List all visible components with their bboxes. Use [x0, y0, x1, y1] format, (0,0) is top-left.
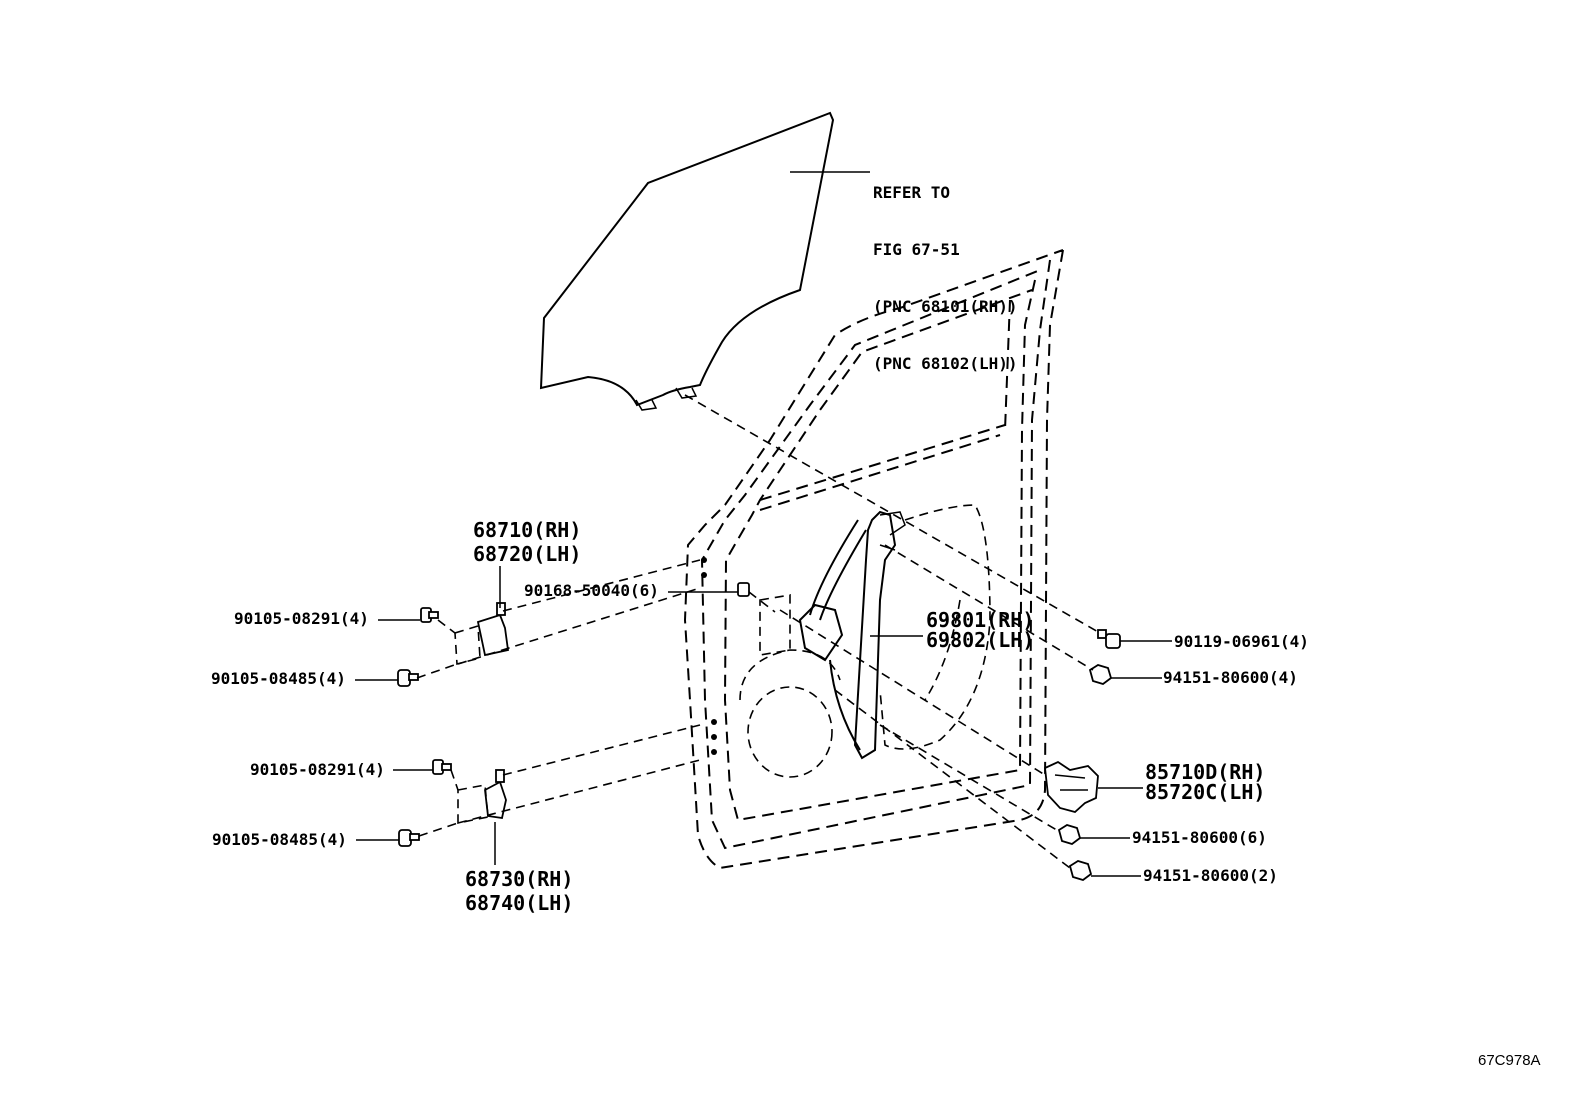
- door-glass: [539, 111, 835, 411]
- label-upper-hinge-lh: 68720(LH): [473, 542, 582, 566]
- lower-hinge: [457, 769, 507, 824]
- door-frame: [683, 249, 1064, 870]
- label-lower-hinge-rh: 68730(RH): [465, 867, 574, 891]
- refer-line-4: (PNC 68102(LH)): [873, 354, 1018, 373]
- label-motor-rh: 85710D(RH): [1145, 760, 1266, 784]
- refer-note: REFER TO FIG 67-51 (PNC 68101(RH)) (PNC …: [873, 145, 1018, 411]
- regulator-motor: [1044, 760, 1099, 813]
- label-motor-lh: 85720C(LH): [1145, 780, 1266, 804]
- assembly-lines: [416, 394, 1101, 869]
- refer-line-1: REFER TO: [873, 183, 951, 202]
- refer-line-2: FIG 67-51: [873, 240, 960, 259]
- label-lower-hinge-lh: 68740(LH): [465, 891, 574, 915]
- label-bolt-upper-2: 90105-08485(4): [211, 669, 346, 688]
- label-bolt-lower-2: 90105-08485(4): [212, 830, 347, 849]
- label-bolt-regulator: 90119-06961(4): [1174, 632, 1309, 651]
- label-upper-hinge-rh: 68710(RH): [473, 518, 582, 542]
- label-nut-motor-1: 94151-80600(6): [1132, 828, 1267, 847]
- label-regulator-rh: 69801(RH): [926, 608, 1035, 632]
- label-screw-check: 90168-50040(6): [524, 581, 659, 600]
- fasteners: [397, 582, 1121, 881]
- label-regulator-lh: 69802(LH): [926, 628, 1035, 652]
- leader-lines: [355, 171, 1172, 877]
- label-bolt-upper-1: 90105-08291(4): [234, 609, 369, 628]
- label-nut-regulator: 94151-80600(4): [1163, 668, 1298, 687]
- window-regulator: [798, 510, 906, 760]
- label-nut-motor-2: 94151-80600(2): [1143, 866, 1278, 885]
- refer-line-3: (PNC 68101(RH)): [873, 297, 1018, 316]
- figure-code: 67C978A: [1478, 1052, 1541, 1069]
- label-bolt-lower-1: 90105-08291(4): [250, 760, 385, 779]
- upper-hinge: [454, 602, 510, 666]
